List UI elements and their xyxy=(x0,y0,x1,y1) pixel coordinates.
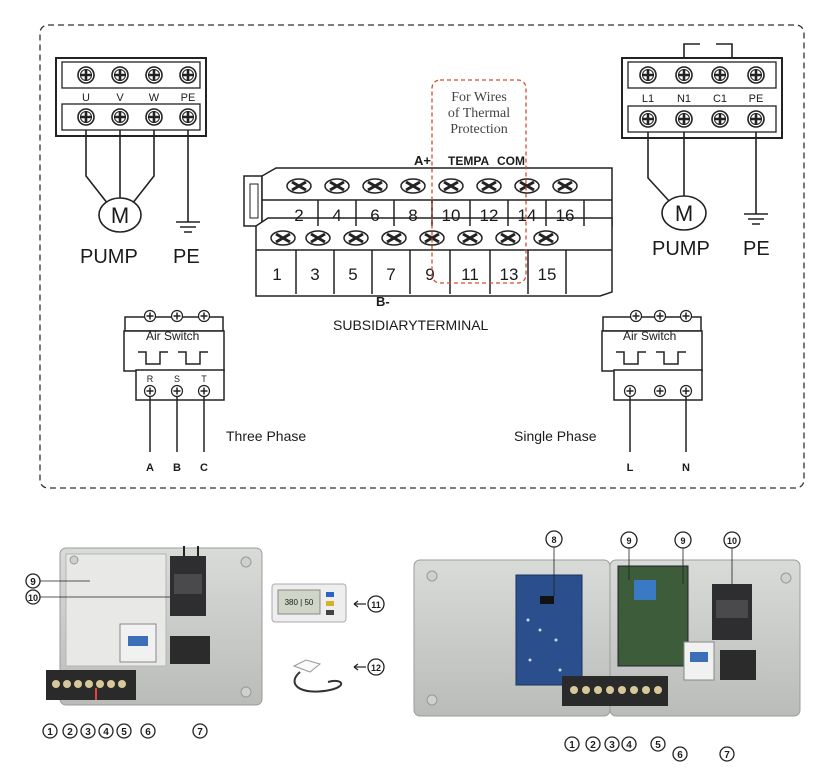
photo-control-box-right xyxy=(413,559,801,717)
callout-badge xyxy=(367,595,385,613)
terminal-number: 16 xyxy=(556,206,575,225)
photo-control-box-left xyxy=(46,546,263,706)
terminal-label: V xyxy=(116,92,124,104)
callout-number: 2 xyxy=(590,740,596,751)
terminal-label: PE xyxy=(749,93,764,105)
terminal-label: U xyxy=(82,92,90,104)
line-label: L xyxy=(627,462,634,474)
thermal-protection-box xyxy=(431,79,527,284)
terminal-number: 8 xyxy=(408,206,417,225)
pump-terminal-block-right: L1 N1 C1 PE xyxy=(621,43,783,139)
terminal-number: 11 xyxy=(461,265,479,284)
terminal-label: N1 xyxy=(677,93,691,105)
label-tempa: TEMPA xyxy=(448,154,489,168)
terminal-number: 1 xyxy=(272,265,281,284)
callout-number: 9 xyxy=(30,577,36,588)
subsidiary-terminal xyxy=(243,167,613,297)
terminal-label: PE xyxy=(181,92,196,104)
callout-number: 8 xyxy=(551,535,556,545)
callouts-left-photo xyxy=(25,573,208,739)
callout-number: 11 xyxy=(371,600,381,610)
terminal-number: 15 xyxy=(538,265,557,284)
callout-number: 6 xyxy=(677,750,683,761)
callout-number: 6 xyxy=(145,727,151,738)
terminal-number: 14 xyxy=(518,206,537,225)
pole-label: S xyxy=(174,374,180,384)
callout-number: 5 xyxy=(655,740,661,751)
pump-motor-right xyxy=(647,132,768,231)
terminal-label: L1 xyxy=(642,93,654,105)
callout-number: 1 xyxy=(47,727,53,738)
pump-label: PUMP xyxy=(652,238,710,260)
terminal-label: W xyxy=(149,92,160,104)
line-label: A xyxy=(146,462,154,474)
phase-label: Single Phase xyxy=(514,428,597,444)
callout-number: 7 xyxy=(197,727,203,738)
photo-usb-adapter xyxy=(292,659,342,693)
phase-label: Three Phase xyxy=(226,428,306,444)
terminal-number: 13 xyxy=(500,265,519,284)
terminal-number: 9 xyxy=(425,265,434,284)
callout-number: 3 xyxy=(609,740,615,751)
line-label: C xyxy=(200,462,208,474)
air-switch-title: Air Switch xyxy=(623,329,676,343)
callout-number: 9 xyxy=(680,536,685,546)
pole-label: T xyxy=(201,374,207,384)
terminal-number: 3 xyxy=(310,265,319,284)
line-label: B xyxy=(173,462,181,474)
pump-label: PUMP xyxy=(80,246,138,268)
terminal-number: 6 xyxy=(370,206,379,225)
subsidiary-bottom-numbers: 1 3 5 7 9 11 13 15 xyxy=(272,265,556,284)
line-label: N xyxy=(682,462,690,474)
motor-symbol: M xyxy=(675,201,693,226)
subsidiary-terminal-caption: SUBSIDIARYTERMINAL xyxy=(333,317,489,333)
callout-number: 10 xyxy=(727,536,737,546)
terminal-number: 7 xyxy=(386,265,395,284)
terminal-number: 5 xyxy=(348,265,357,284)
terminal-number: 2 xyxy=(294,206,303,225)
terminal-number: 4 xyxy=(332,206,341,225)
pe-label: PE xyxy=(743,238,770,260)
callouts-right-photo xyxy=(545,530,741,762)
display-readout: 380 | 50 xyxy=(285,598,314,607)
diagram-frame xyxy=(39,24,805,489)
pump-motor-left xyxy=(85,130,200,233)
terminal-number: 12 xyxy=(480,206,499,225)
thermal-note-line: For Wires xyxy=(451,90,507,105)
callout-number: 4 xyxy=(626,740,632,751)
callout-number: 7 xyxy=(724,750,730,761)
callout-number: 9 xyxy=(626,536,631,546)
callout-number: 4 xyxy=(103,727,109,738)
callout-number: 2 xyxy=(67,727,73,738)
callout-number: 1 xyxy=(569,740,575,751)
subsidiary-top-numbers: 2 4 6 8 10 12 14 16 xyxy=(294,206,574,225)
label-a-plus: A+ xyxy=(414,153,431,168)
terminal-number: 10 xyxy=(442,206,461,225)
terminal-label: C1 xyxy=(713,93,727,105)
callout-number: 3 xyxy=(85,727,91,738)
motor-symbol: M xyxy=(111,203,129,228)
thermal-note-line: Protection xyxy=(450,122,508,137)
callout-number: 12 xyxy=(371,663,381,673)
pe-label: PE xyxy=(173,246,200,268)
air-switch-title: Air Switch xyxy=(146,329,199,343)
air-switch-single-phase xyxy=(601,309,703,452)
pump-terminal-block-left: U V W PE xyxy=(55,57,207,137)
callout-number: 5 xyxy=(121,727,127,738)
pole-label: R xyxy=(147,374,154,384)
air-switch-three-phase xyxy=(123,309,225,452)
callout-badge xyxy=(367,658,385,676)
thermal-note-line: of Thermal xyxy=(448,106,510,121)
label-com: COM xyxy=(497,154,525,168)
callout-number: 10 xyxy=(28,593,38,603)
photo-display-module xyxy=(271,583,347,623)
label-b-minus: B- xyxy=(376,294,390,309)
